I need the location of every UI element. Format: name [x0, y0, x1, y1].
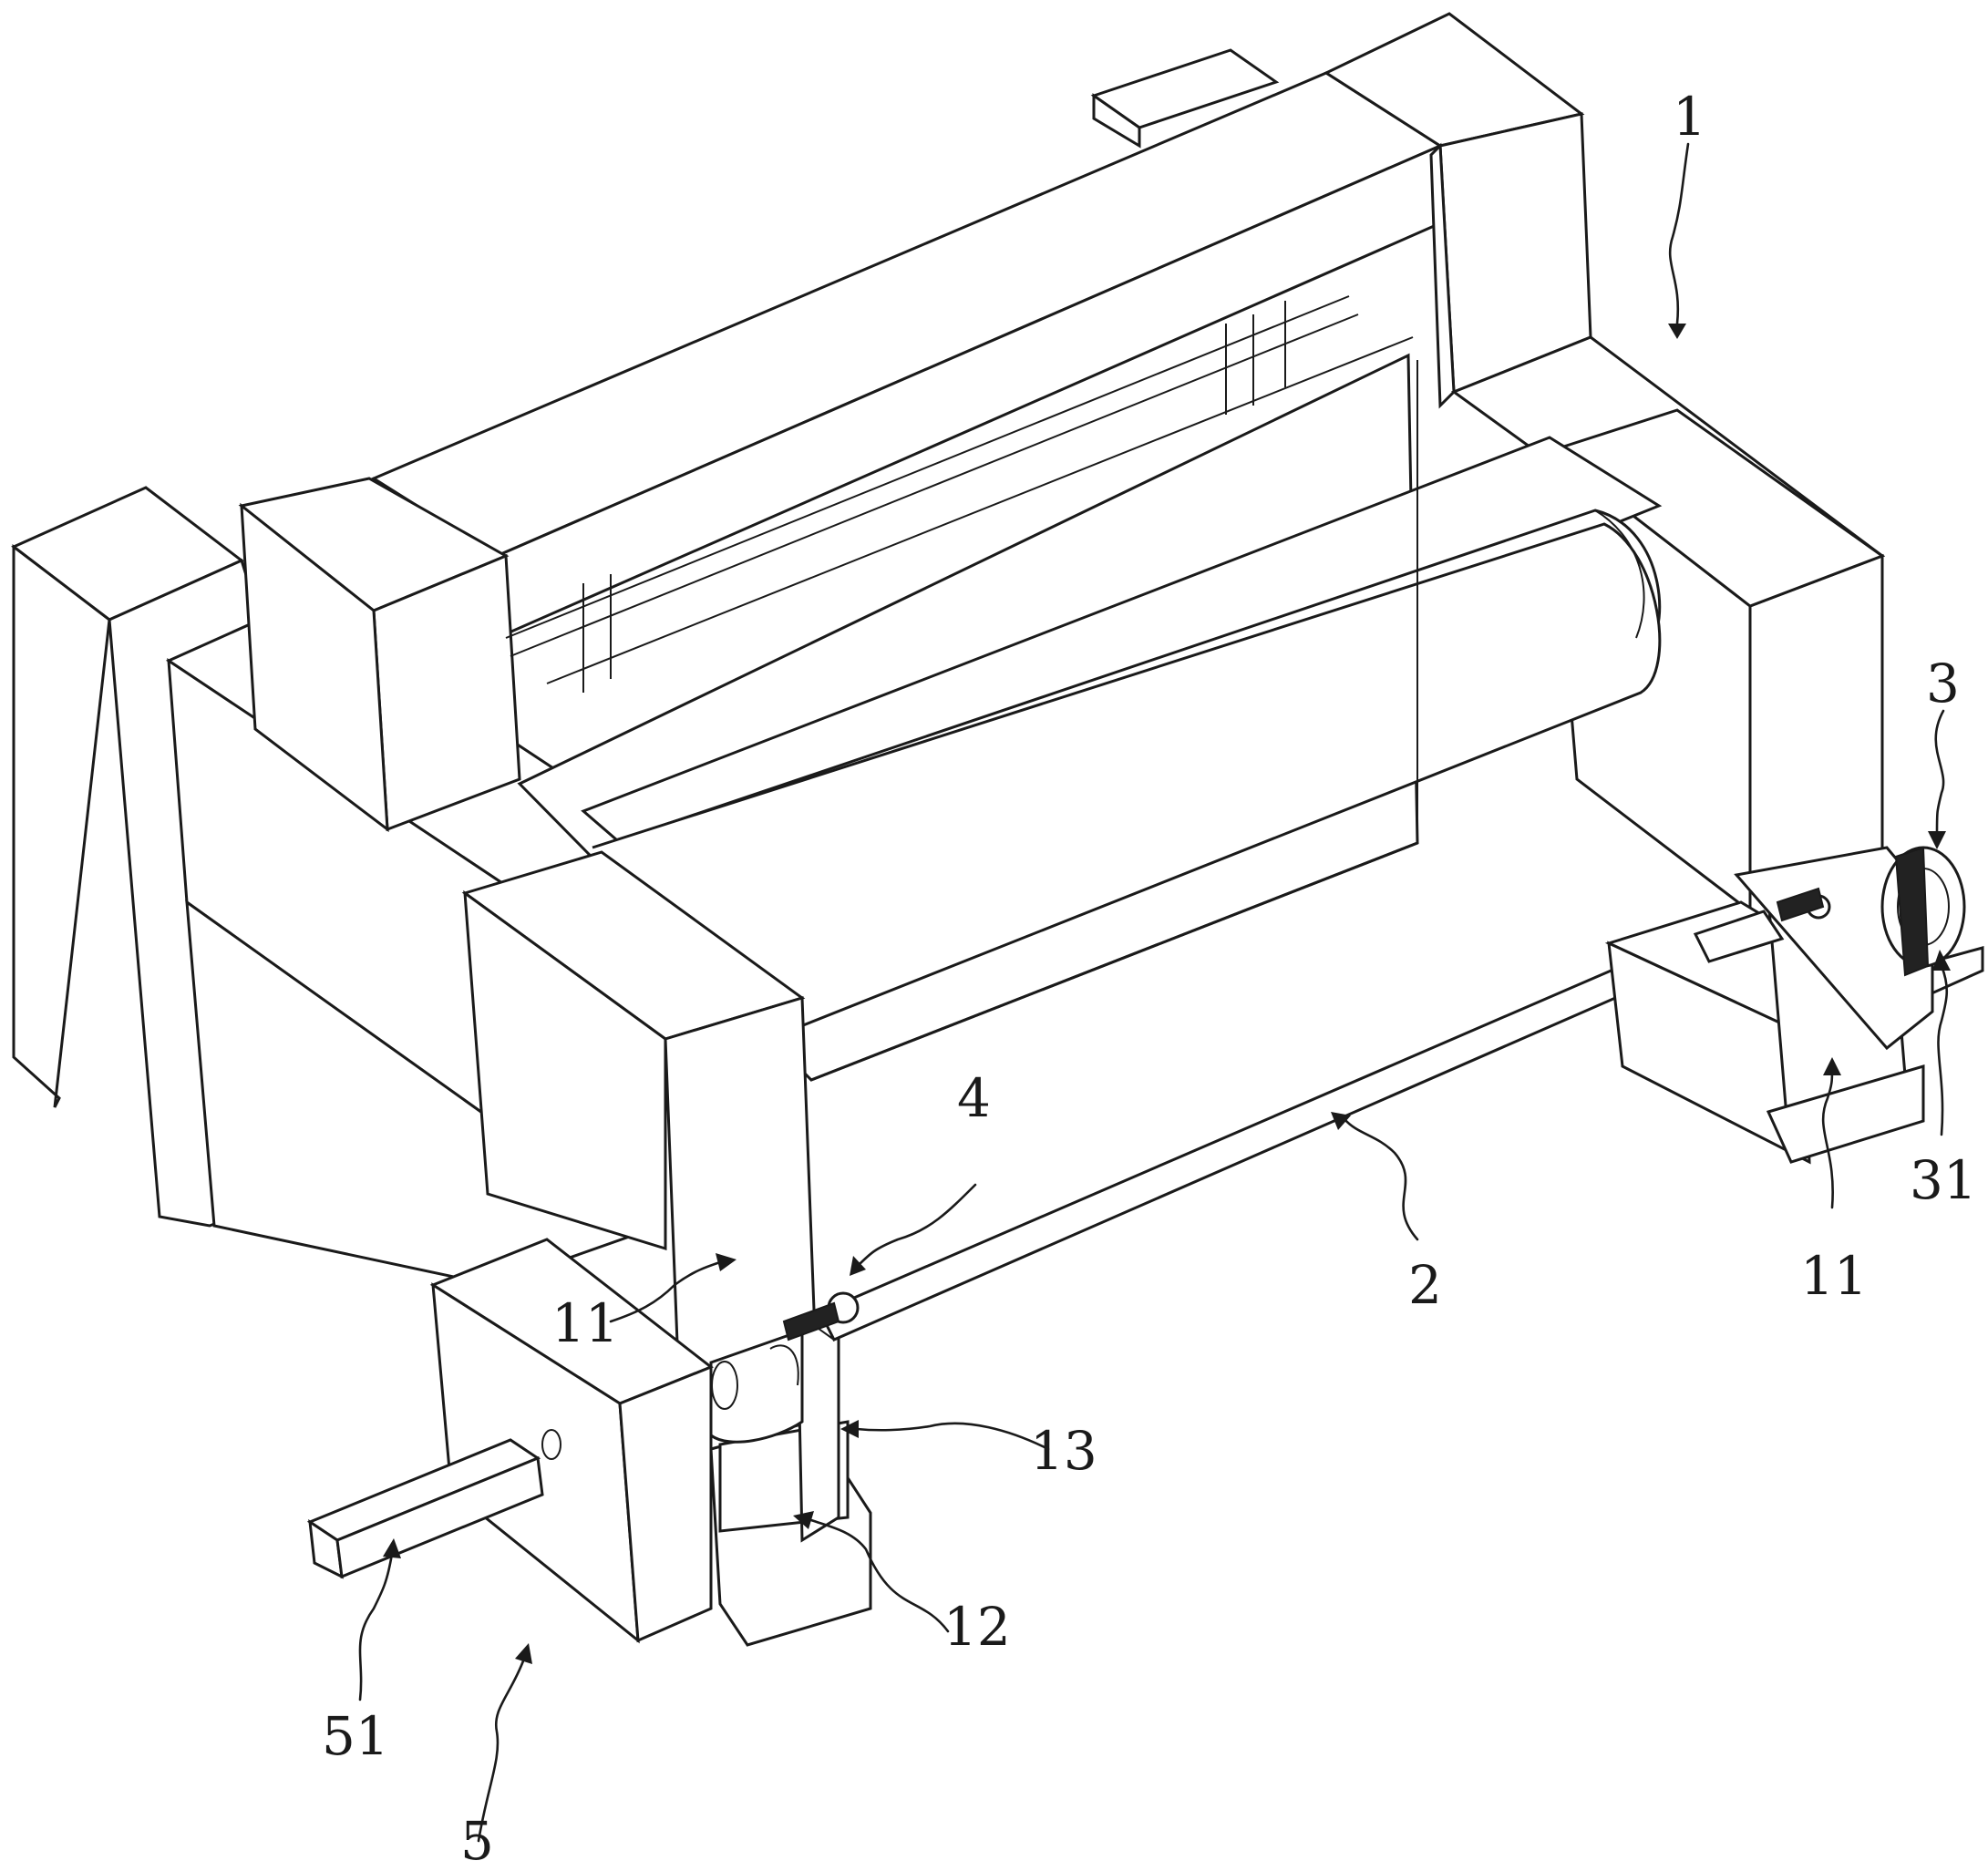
label-11-right: 11	[1800, 1245, 1868, 1307]
label-12: 12	[943, 1596, 1011, 1658]
central-cylinder	[517, 353, 1663, 1082]
label-11-left: 11	[551, 1292, 619, 1354]
crank-handle	[306, 1438, 544, 1579]
label-13: 13	[1030, 1420, 1097, 1482]
coupling-4	[782, 1291, 860, 1342]
leader-lines	[358, 142, 1951, 1843]
label-5: 5	[460, 1810, 494, 1871]
right-drive-assembly	[1604, 846, 1984, 1165]
inner-rails	[505, 295, 1414, 693]
reference-numerals: 1 3 31 11 2 4 11 13 12 51 5	[322, 86, 1977, 1871]
label-4: 4	[957, 1067, 991, 1129]
label-1: 1	[1673, 86, 1706, 148]
right-front-column	[1546, 408, 1886, 608]
rear-back-block	[1090, 48, 1280, 149]
front-left-block	[461, 850, 818, 1392]
label-51: 51	[322, 1705, 389, 1767]
label-31: 31	[1910, 1149, 1977, 1211]
label-2: 2	[1408, 1254, 1442, 1316]
left-base-assembly	[709, 1300, 872, 1647]
label-3: 3	[1926, 653, 1960, 714]
front-top-beam	[238, 477, 521, 833]
